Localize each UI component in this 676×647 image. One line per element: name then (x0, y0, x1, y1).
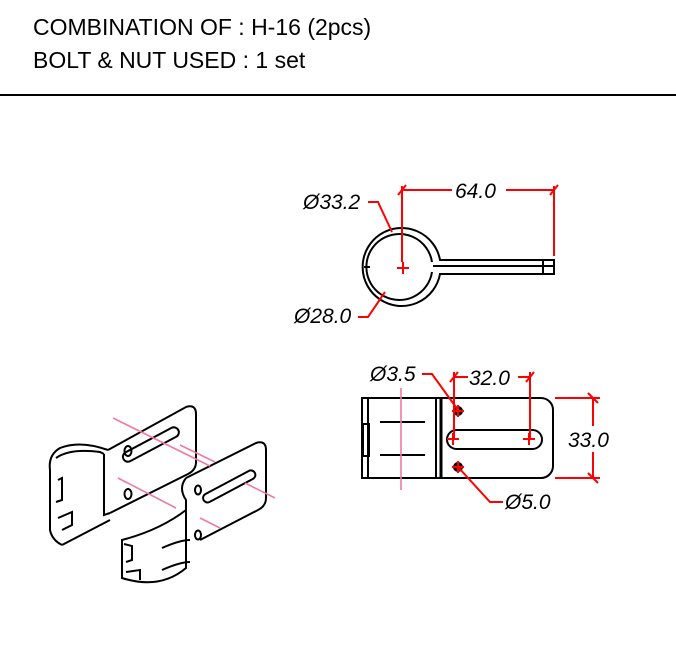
slot-spacing-dimension: 32.0 (469, 367, 510, 390)
bracket-b-plate (185, 441, 267, 541)
isometric-view (48, 405, 276, 584)
inner-diameter-dimension: Ø28.0 (293, 305, 352, 328)
length-dimension: 64.0 (455, 180, 496, 203)
plate-outline (361, 397, 554, 479)
center-mark (397, 262, 409, 274)
small-hole-dimension: Ø3.5 (369, 363, 416, 386)
bracket-a-plate (107, 405, 197, 514)
clamp-outer-outline (361, 227, 555, 307)
header-divider (0, 94, 676, 96)
outer-diameter-dimension: Ø33.2 (302, 191, 361, 214)
combination-label: COMBINATION OF : H-16 (2pcs) (33, 14, 372, 40)
centerline (112, 417, 211, 467)
bolt-nut-label: BOLT & NUT USED : 1 set (33, 47, 306, 73)
large-hole-dimension: Ø5.0 (504, 491, 551, 514)
top-view: 64.0 Ø33.2 Ø28.0 (293, 180, 559, 328)
side-view: 32.0 Ø3.5 33.0 Ø5.0 (361, 363, 609, 514)
height-dimension: 33.0 (568, 429, 609, 452)
